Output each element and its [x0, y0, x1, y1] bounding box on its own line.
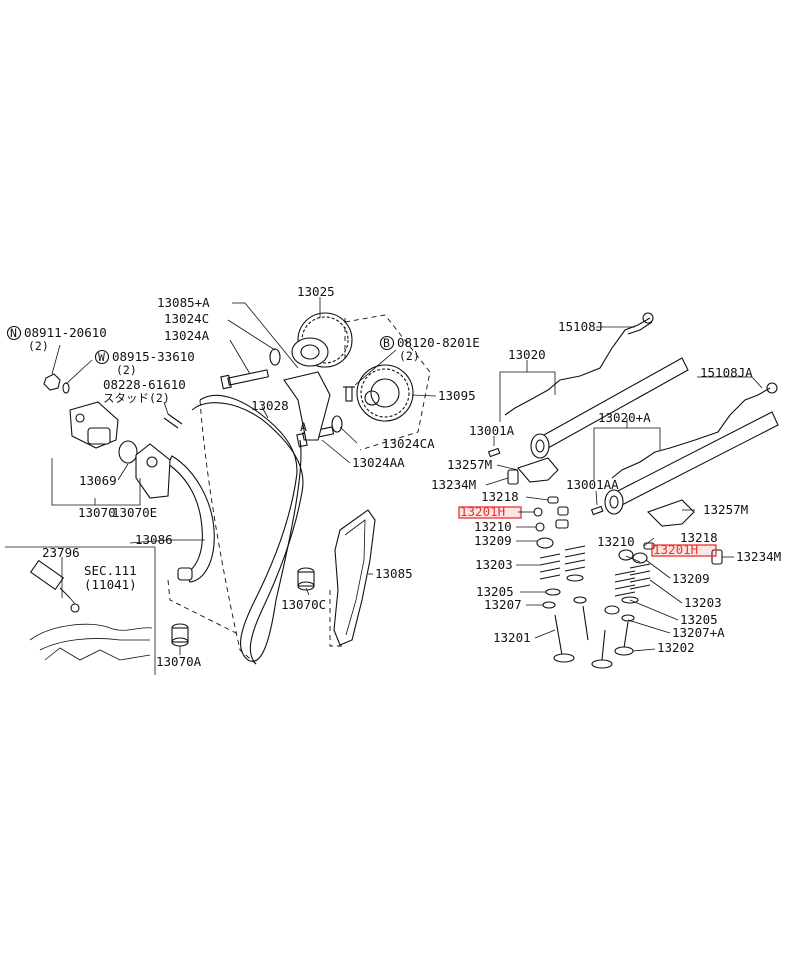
label-13024c[interactable]: 13024C: [164, 311, 209, 326]
part-labels: 13025 13085+A 13024C 13024A 13028 08228-…: [24, 284, 781, 669]
o-ring-13069[interactable]: [118, 440, 138, 464]
label-13205-left[interactable]: 13205: [476, 584, 514, 599]
dowel-13001a[interactable]: [487, 447, 501, 458]
label-13201h-left[interactable]: 13201H: [460, 504, 505, 519]
label-13210-left[interactable]: 13210: [474, 519, 512, 534]
tensioner-arm-13085[interactable]: [333, 509, 376, 646]
label-13202-right[interactable]: 13202: [657, 640, 695, 655]
cam-bracket-13257m-right[interactable]: [646, 499, 695, 527]
label-13070a[interactable]: 13070A: [156, 654, 202, 669]
label-08120-qty: (2): [399, 349, 420, 363]
svg-text:A: A: [300, 420, 307, 434]
label-13069[interactable]: 13069: [79, 473, 117, 488]
label-15108ja[interactable]: 15108JA: [700, 365, 753, 380]
label-13024aa[interactable]: 13024AA: [352, 455, 405, 470]
camshaft-13020a[interactable]: [604, 411, 779, 515]
label-08911-qty: (2): [28, 339, 49, 353]
label-13070c[interactable]: 13070C: [281, 597, 326, 612]
label-13070e[interactable]: 13070E: [112, 505, 157, 520]
lifter-13234m-left[interactable]: [507, 469, 519, 485]
label-13085a[interactable]: 13085+A: [157, 295, 210, 310]
label-08911[interactable]: 08911-20610: [24, 325, 107, 340]
highlight-13201h-left-bg: [459, 507, 521, 518]
label-13001a[interactable]: 13001A: [469, 423, 515, 438]
oil-tube-15108ja[interactable]: [611, 382, 778, 479]
label-23796[interactable]: 23796: [42, 545, 80, 560]
label-13028[interactable]: 13028: [251, 398, 289, 413]
label-13234m-left[interactable]: 13234M: [431, 477, 476, 492]
leader-lines: [51, 297, 763, 655]
label-13201-left[interactable]: 13201: [493, 630, 531, 645]
bolt-08120[interactable]: [343, 386, 355, 402]
chain-tensioner-13070[interactable]: [69, 401, 119, 449]
chain-guide-13086[interactable]: [167, 455, 215, 583]
valve-stack-right[interactable]: [591, 542, 655, 669]
label-13210-right[interactable]: 13210: [597, 534, 635, 549]
label-08915[interactable]: 08915-33610: [112, 349, 195, 364]
washer-13024ca[interactable]: [331, 415, 343, 433]
label-08228[interactable]: 08228-61610: [103, 377, 186, 392]
label-13024ca[interactable]: 13024CA: [382, 436, 435, 451]
label-13025[interactable]: 13025: [297, 284, 335, 299]
label-13085[interactable]: 13085: [375, 566, 413, 581]
label-08120[interactable]: 08120-8201E: [397, 335, 480, 350]
valve-stack-left[interactable]: [533, 496, 589, 663]
label-08915-qty: (2): [116, 363, 137, 377]
label-13201h-right[interactable]: 13201H: [653, 542, 698, 557]
pin-13070a[interactable]: [171, 623, 189, 647]
bolt-13024a[interactable]: [220, 369, 270, 390]
label-13020[interactable]: 13020: [508, 347, 546, 362]
label-13218-right[interactable]: 13218: [680, 530, 718, 545]
washer-13024c[interactable]: [269, 348, 281, 366]
label-13203-left[interactable]: 13203: [475, 557, 513, 572]
label-13020a[interactable]: 13020+A: [598, 410, 651, 425]
label-13001aa[interactable]: 13001AA: [566, 477, 619, 492]
label-13086[interactable]: 13086: [135, 532, 173, 547]
chain-guide-upper[interactable]: A: [283, 371, 331, 441]
cam-bracket-13257m-left[interactable]: [517, 457, 559, 483]
badge-n: N: [6, 325, 22, 341]
label-sec-111[interactable]: SEC.111: [84, 563, 137, 578]
badge-b: B: [379, 335, 395, 351]
svg-text:B: B: [383, 336, 390, 350]
label-13209-left[interactable]: 13209: [474, 533, 512, 548]
label-13203-right[interactable]: 13203: [684, 595, 722, 610]
label-13070[interactable]: 13070: [78, 505, 116, 520]
oil-tube-15108j[interactable]: [504, 312, 654, 416]
label-13024a[interactable]: 13024A: [164, 328, 210, 343]
gasket-13070e[interactable]: [135, 443, 171, 499]
label-13234m-right[interactable]: 13234M: [736, 549, 781, 564]
highlight-13201h-left: [458, 506, 522, 519]
svg-text:N: N: [10, 326, 17, 340]
svg-text:W: W: [98, 350, 105, 364]
washer-08915[interactable]: [62, 382, 70, 394]
cam-sprocket-intake[interactable]: [356, 364, 414, 422]
label-13207a-right[interactable]: 13207+A: [672, 625, 725, 640]
label-13257m-right[interactable]: 13257M: [703, 502, 748, 517]
label-13205-right[interactable]: 13205: [680, 612, 718, 627]
nut-08911[interactable]: [43, 373, 61, 391]
stud-08228[interactable]: [163, 413, 183, 429]
label-sec-11041: (11041): [84, 577, 137, 592]
inset-cam-sensor: [5, 546, 156, 675]
label-13257m-left[interactable]: 13257M: [447, 457, 492, 472]
cam-position-sensor-23796[interactable]: [29, 559, 71, 599]
label-15108j[interactable]: 15108J: [558, 319, 603, 334]
highlight-13201h-right: [651, 544, 717, 557]
label-13218-left[interactable]: 13218: [481, 489, 519, 504]
timing-chain[interactable]: [191, 394, 304, 665]
label-08228-stud: スタッド(2): [103, 391, 170, 405]
camshaft-13020[interactable]: [530, 357, 689, 459]
dowel-13001aa[interactable]: [590, 505, 604, 516]
label-13095[interactable]: 13095: [438, 388, 476, 403]
pin-13070c[interactable]: [297, 567, 315, 591]
highlight-13201h-right-bg: [652, 545, 716, 556]
label-13207-left[interactable]: 13207: [484, 597, 522, 612]
cam-sprocket-exhaust[interactable]: [291, 312, 353, 368]
label-13209-right[interactable]: 13209: [672, 571, 710, 586]
badge-w: W: [94, 349, 110, 365]
